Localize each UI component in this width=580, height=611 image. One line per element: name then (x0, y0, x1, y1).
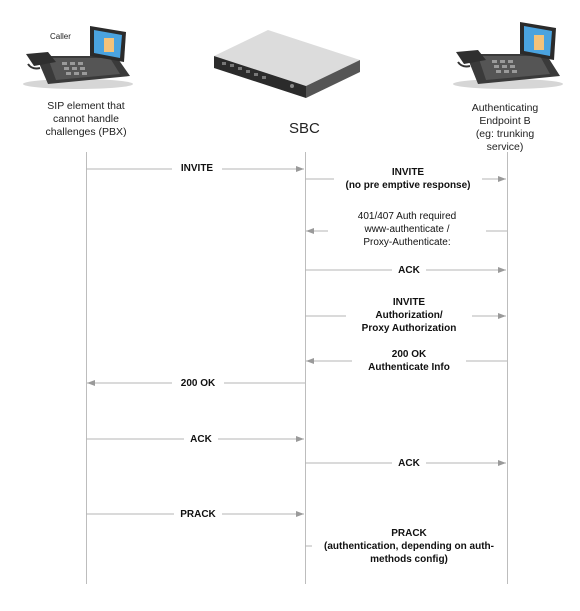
message-line: www-authenticate / (364, 224, 450, 235)
message-label-ack-3: ACK (392, 457, 426, 470)
message-line: Authorization/ (375, 310, 443, 321)
message-label-200ok-2: 200 OK (172, 377, 224, 390)
right-lifeline (507, 152, 508, 584)
message-label-invite-1: INVITE (172, 162, 222, 175)
message-label-prack-1: PRACK (174, 508, 222, 521)
message-line: 200 OK (180, 378, 216, 389)
message-label-ack-2: ACK (184, 433, 218, 446)
left-caption-line: SIP element that (47, 100, 125, 112)
left-phone-icon (18, 18, 138, 90)
message-line: (authentication, depending on auth- (324, 541, 494, 552)
message-line: Authenticate Info (368, 362, 450, 373)
right-caption-line: Endpoint B (479, 115, 531, 127)
sbc-lifeline (305, 152, 306, 584)
message-line: ACK (398, 458, 420, 469)
message-label-prack-2: PRACK (authentication, depending on auth… (312, 527, 506, 566)
right-caption-line: Authenticating (471, 102, 539, 114)
message-label-401: 401/407 Auth required www-authenticate /… (328, 210, 486, 249)
message-line: INVITE (180, 163, 214, 174)
message-line: Proxy-Authenticate: (363, 237, 451, 248)
message-label-ack-1: ACK (392, 264, 426, 277)
right-participant-caption: Authenticating Endpoint B (eg: trunking … (440, 102, 570, 154)
sbc-title: SBC (289, 120, 320, 137)
left-caption-line: cannot handle (53, 113, 119, 125)
message-line: ACK (190, 434, 212, 445)
message-line: 200 OK (391, 349, 427, 360)
right-caption-line: (eg: trunking (475, 128, 535, 140)
message-label-invite-2: INVITE (no pre emptive response) (334, 166, 482, 192)
message-line: PRACK (180, 509, 216, 520)
message-line: Proxy Authorization (361, 323, 457, 334)
sbc-server-icon (208, 26, 368, 98)
message-line: (no pre emptive response) (345, 180, 471, 191)
message-line: 401/407 Auth required (357, 211, 457, 222)
right-phone-icon (448, 14, 568, 90)
caller-tag: Caller (50, 32, 71, 41)
right-caption-line: service) (486, 141, 524, 153)
left-lifeline (86, 152, 87, 584)
message-line: methods config) (370, 554, 448, 565)
message-line: INVITE (392, 297, 426, 308)
message-line: INVITE (391, 167, 425, 178)
message-line: ACK (398, 265, 420, 276)
left-caption-line: challenges (PBX) (45, 126, 127, 138)
message-line: PRACK (391, 528, 427, 539)
left-participant-caption: SIP element that cannot handle challenge… (16, 100, 156, 139)
message-label-200ok-1: 200 OK Authenticate Info (352, 348, 466, 374)
message-label-invite-3: INVITE Authorization/ Proxy Authorizatio… (346, 296, 472, 335)
